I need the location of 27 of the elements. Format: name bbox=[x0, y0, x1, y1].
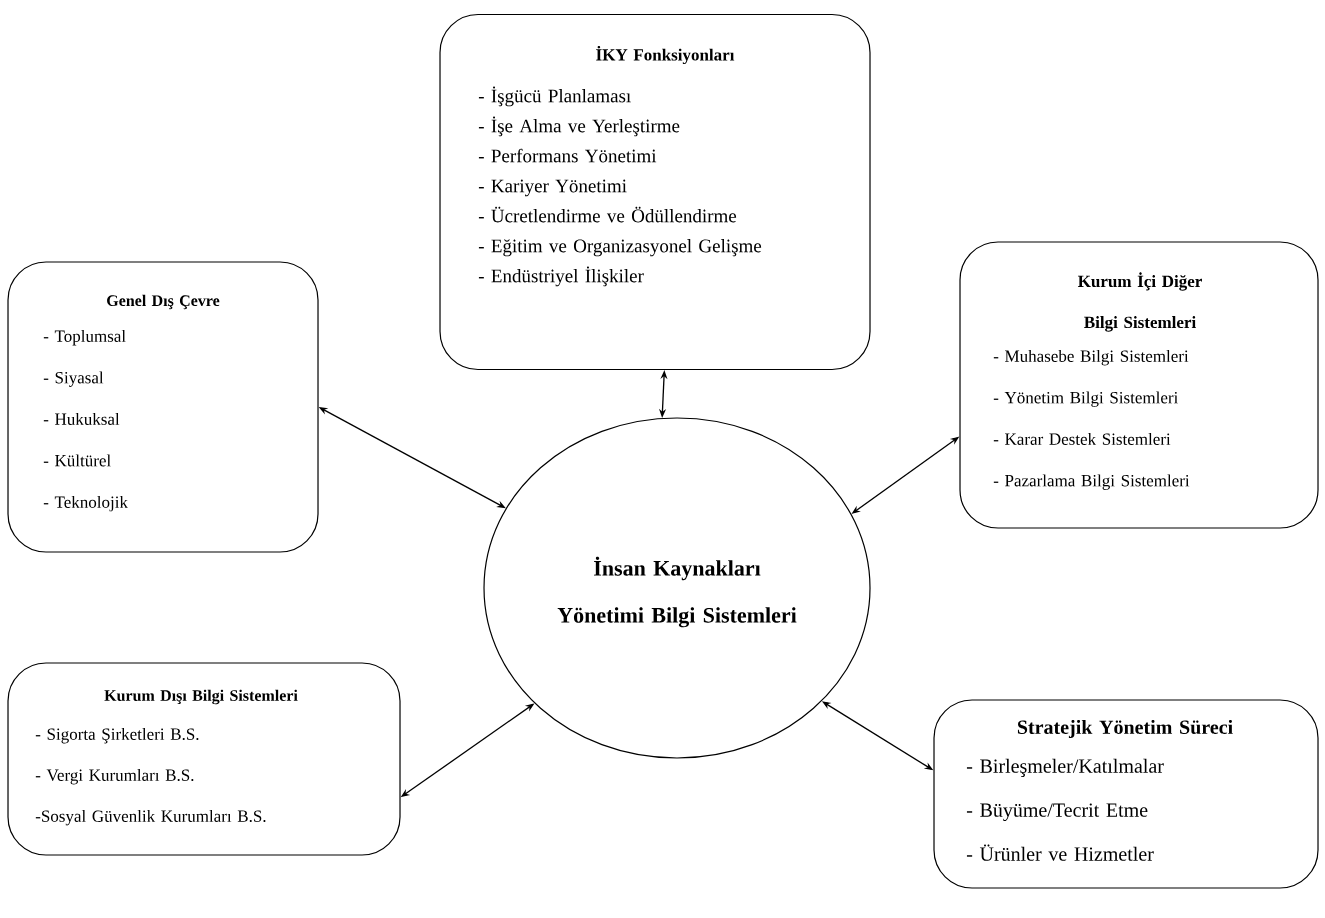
node-label: - İşe Alma ve Yerleştirme bbox=[478, 116, 680, 137]
item-list: - Toplumsal - Siyasal - Hukuksal - Kültürel - Teknolojik bbox=[43, 329, 128, 512]
node-label: - Kültürel bbox=[43, 454, 111, 467]
item-list: - İşgücü Planlaması - İşe Alma ve Yerleştirme - Performans Yönetimi - Kariyer Yönetimi - Ücretlendirme ve Ödüllendirme - Eğitim ve Organizasyonel Gelişme - Endüstriyel İlişkiler bbox=[478, 86, 762, 287]
node-label: - Eğitim ve Organizasyonel Gelişme bbox=[478, 239, 762, 257]
node-label: - Ücretlendirme ve Ödüllendirme bbox=[478, 206, 737, 223]
heading: Kurum Dışı Bilgi Sistemleri bbox=[104, 689, 298, 705]
node-label: - Yönetim Bilgi Sistemleri bbox=[993, 391, 1178, 407]
node-label: - İşgücü Planlaması bbox=[478, 86, 631, 107]
heading: İnsan Kaynakları Yönetimi Bilgi Sistemleri bbox=[557, 556, 797, 628]
heading: Stratejik Yönetim Süreci bbox=[1017, 719, 1233, 739]
heading: Genel Dış Çevre bbox=[107, 294, 220, 310]
node-label: - Toplumsal bbox=[43, 329, 126, 346]
node-label: - Teknolojik bbox=[43, 495, 128, 512]
node-label: - Hukuksal bbox=[43, 412, 120, 425]
heading: Kurum İçi Diğer Bilgi Sistemleri bbox=[1078, 272, 1202, 332]
item-list: - Birleşmeler/Katılmalar - Büyüme/Tecrit Etme - Ürünler ve Hizmetler bbox=[966, 758, 1164, 861]
item-list: - Muhasebe Bilgi Sistemleri - Yönetim Bilgi Sistemleri - Karar Destek Sistemleri - Pazarlama Bilgi Sistemleri bbox=[993, 349, 1190, 490]
node-label: - Performans Yönetimi bbox=[478, 148, 657, 163]
node-label: - Karar Destek Sistemleri bbox=[993, 432, 1171, 445]
node-label: - Kariyer Yönetimi bbox=[478, 179, 627, 197]
node-label: - Siyasal bbox=[43, 371, 104, 387]
heading: İKY Fonksiyonları bbox=[596, 45, 735, 65]
node-label: - Pazarlama Bilgi Sistemleri bbox=[993, 474, 1190, 490]
item-list: - Sigorta Şirketleri B.S. - Vergi Kurumları B.S. -Sosyal Güvenlik Kurumları B.S. bbox=[35, 727, 266, 826]
node-label: - Endüstriyel İlişkiler bbox=[478, 266, 644, 287]
node-label: - Muhasebe Bilgi Sistemleri bbox=[993, 349, 1189, 366]
